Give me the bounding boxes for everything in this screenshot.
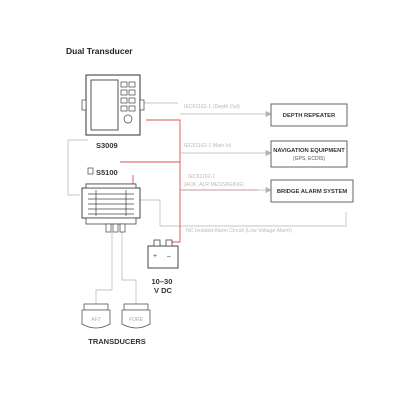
navigation-equipment-box: NAVIGATION EQUIPMENT (GPS, ECDIS) [270, 140, 348, 168]
power-minus-sign: – [167, 253, 171, 260]
s5100-indicator [87, 167, 94, 175]
red-wiring [120, 119, 258, 243]
signal-label-ack-line2: (ACK, ALR MESSAGING) [184, 182, 244, 188]
signal-label-depth-out: IEC61162-1 (Depth Out) [184, 104, 240, 110]
power-label-line1: 10–30 [152, 277, 173, 286]
diagram-title: Dual Transducer [66, 46, 133, 56]
s5100-processor-unit [81, 167, 141, 233]
fore-label: FORE [129, 317, 144, 323]
display-screen [90, 79, 119, 131]
power-label: 10–30 V DC [152, 277, 175, 295]
signal-label-ack-line1: IEC61162-1 [188, 174, 215, 180]
power-plus-sign: + [153, 253, 157, 260]
s5100-label: S5100 [96, 168, 118, 177]
depth-repeater-box: DEPTH REPEATER [270, 103, 348, 127]
power-label-line2: V DC [154, 286, 173, 295]
depth-repeater-label: DEPTH REPEATER [283, 113, 336, 119]
aft-transducer: AFT [81, 303, 111, 329]
alarm-circuit-label: NC Isolated Alarm Circuit (Low Voltage A… [186, 228, 292, 234]
grey-wiring [67, 102, 347, 304]
navigation-equipment-label: NAVIGATION EQUIPMENT [273, 148, 345, 154]
bridge-alarm-box: BRIDGE ALARM SYSTEM [270, 179, 354, 203]
s3009-display-unit [81, 74, 145, 136]
aft-label: AFT [91, 317, 100, 323]
keypad-buttons [120, 81, 136, 124]
fore-transducer: FORE [121, 303, 151, 329]
transducers-label: TRANSDUCERS [88, 337, 146, 346]
power-supply: + – [147, 239, 179, 269]
signal-arrows [180, 110, 272, 194]
navigation-equipment-sub: (GPS, ECDIS) [293, 156, 325, 162]
s3009-label: S3009 [96, 141, 118, 150]
bridge-alarm-label: BRIDGE ALARM SYSTEM [277, 189, 347, 195]
signal-label-main-in: IEC61162-1 Main In) [184, 143, 232, 149]
cable-glands [105, 223, 126, 233]
